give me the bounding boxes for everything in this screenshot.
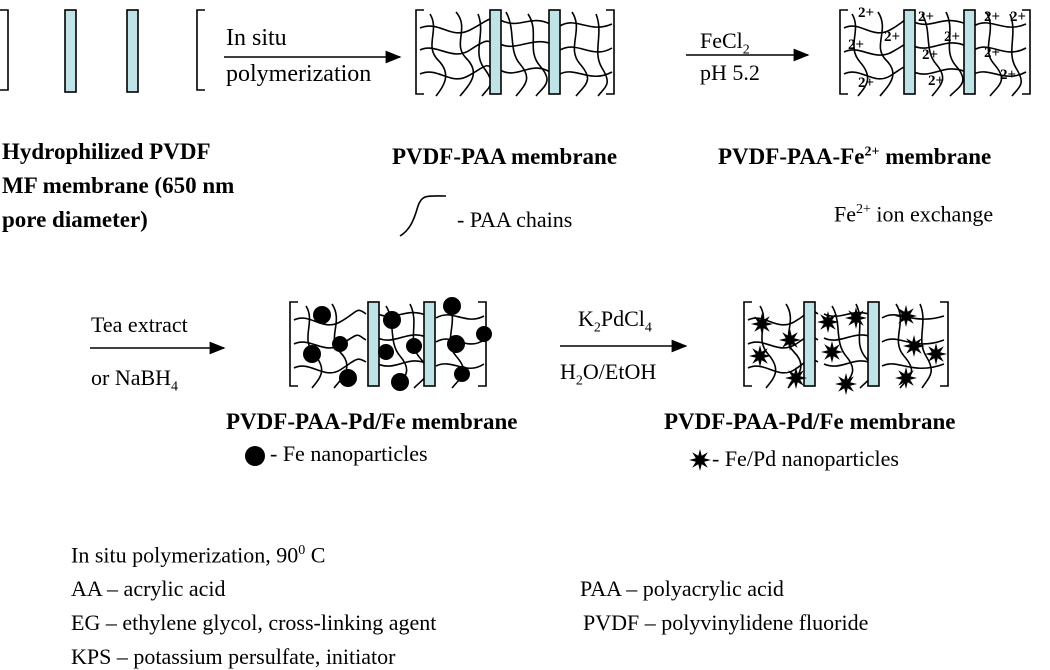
paa-membrane-label: PVDF-PAA membrane (392, 144, 618, 169)
note-pvdf: PVDF – polyvinylidene fluoride (583, 610, 869, 635)
step-fe-reagent: FeCl2 (700, 28, 750, 58)
fepd-nanoparticle (895, 305, 917, 327)
fe-ion-label: 2+ (984, 9, 1001, 25)
start-membrane-label-line3: pore diameter) (2, 207, 148, 232)
step-pd-solvent: H2O/EtOH (560, 359, 657, 389)
start-membrane-label-line2: MF membrane (650 nm (2, 173, 235, 198)
fe-ion-label: 2+ (984, 45, 1001, 61)
step-polymerization-line1: In situ (226, 25, 287, 51)
paa-chain-legend-icon (399, 195, 447, 237)
step-reduction-line1: Tea extract (91, 312, 188, 337)
paa-membrane (415, 9, 615, 97)
fe-nanoparticles-legend-label: - Fe nanoparticles (270, 441, 428, 466)
pdfe-membrane-2-label: PVDF-PAA-Pd/Fe membrane (664, 409, 956, 434)
fe-ion-label: 2+ (858, 75, 875, 91)
fe-nanoparticles (303, 297, 492, 391)
fepd-nanoparticle (845, 307, 867, 329)
fepd-nanoparticle-legend-icon (689, 449, 711, 471)
fepd-nanoparticle (785, 367, 807, 389)
fepd-nanoparticle (895, 367, 917, 389)
fe-ion-label: 2+ (1000, 67, 1017, 83)
step-reduction-line2: or NaBH4 (91, 365, 179, 395)
fepd-nanoparticles-legend-label: - Fe/Pd nanoparticles (712, 446, 899, 471)
fe-ion-label: 2+ (858, 5, 875, 21)
fe-ion-label: 2+ (884, 29, 901, 45)
fepd-nanoparticle (779, 329, 801, 351)
fe-ion-exchange-label: Fe2+ ion exchange (834, 201, 994, 227)
fepd-nanoparticle (749, 345, 771, 367)
fe-membrane (839, 9, 1031, 97)
fepd-nanoparticles (749, 305, 947, 395)
note-kps: KPS – potassium persulfate, initiator (71, 644, 396, 669)
fe-membrane-label: PVDF-PAA-Fe2+ membrane (718, 144, 992, 169)
fe-nanoparticle-legend-icon (245, 446, 265, 466)
fe-ion-label: 2+ (918, 9, 935, 25)
step-pd-reagent: K2PdCl4 (578, 306, 652, 336)
step-fe-condition: pH 5.2 (700, 60, 760, 85)
fepd-nanoparticle (821, 341, 843, 363)
note-aa: AA – acrylic acid (71, 576, 226, 601)
fe-ion-label: 2+ (928, 73, 945, 89)
fepd-nanoparticle-legend-star (689, 449, 711, 471)
note-eg: EG – ethylene glycol, cross-linking agen… (71, 610, 437, 635)
fe-ion-label: 2+ (1010, 9, 1027, 25)
note-paa: PAA – polyacrylic acid (580, 576, 784, 601)
fepd-nanoparticle (925, 343, 947, 365)
fepd-nanoparticle (751, 313, 773, 335)
fepd-nanoparticle (903, 335, 925, 357)
hydrophilized-membrane (0, 9, 205, 93)
fepd-nanoparticle (835, 373, 857, 395)
step-polymerization-line2: polymerization (226, 61, 372, 87)
paa-chains-legend-label: - PAA chains (457, 207, 573, 232)
pdfe-membrane-1-label: PVDF-PAA-Pd/Fe membrane (226, 409, 518, 434)
fepd-nanoparticle (817, 311, 839, 333)
start-membrane-label-line1: Hydrophilized PVDF (2, 139, 211, 164)
fe-ion-label: 2+ (922, 47, 939, 63)
fe-ion-label: 2+ (848, 37, 865, 53)
fe-ion-label: 2+ (944, 29, 961, 45)
note-polymerization: In situ polymerization, 900 C (71, 542, 326, 568)
